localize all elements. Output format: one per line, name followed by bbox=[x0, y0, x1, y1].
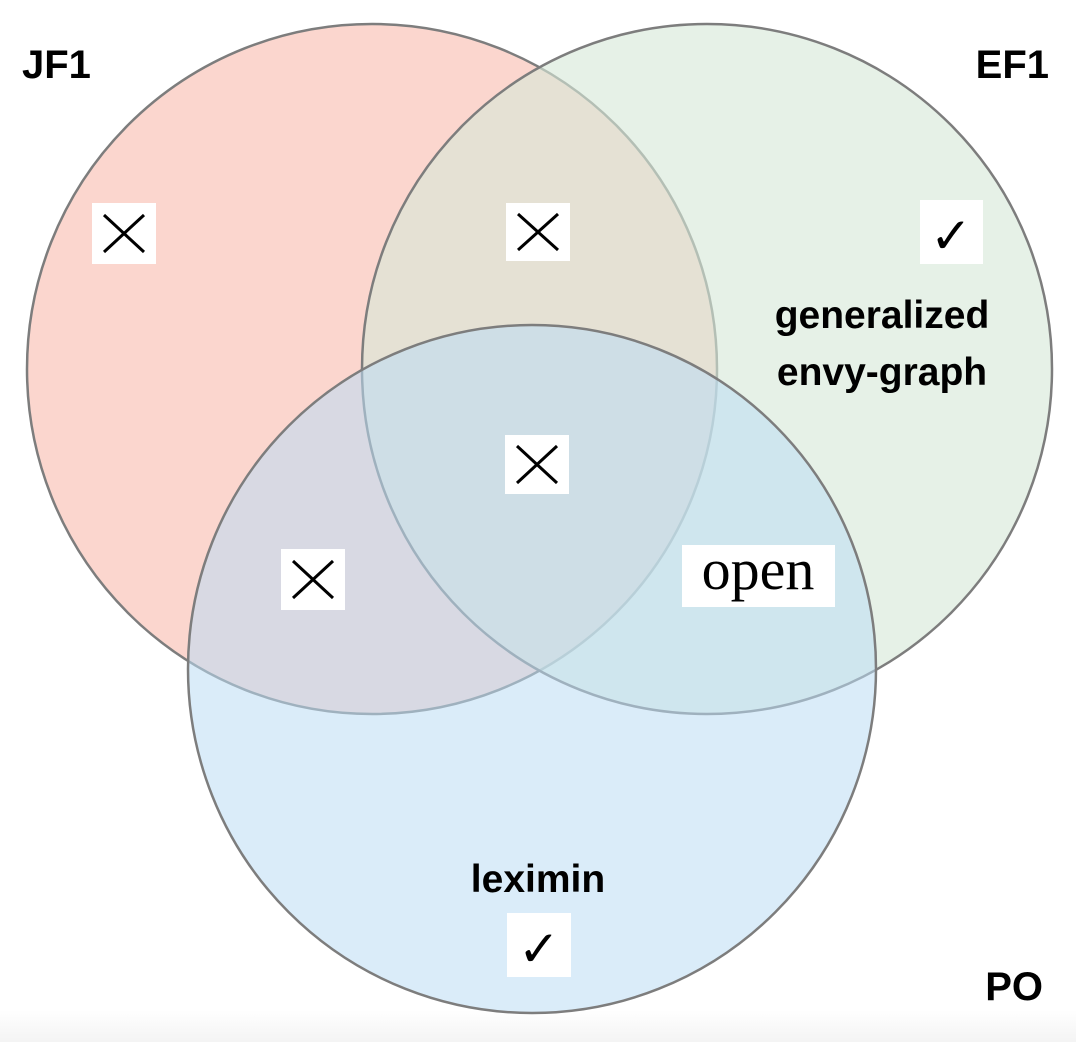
check-mark-po-only: ✓ bbox=[507, 913, 571, 978]
label-jf1: JF1 bbox=[22, 43, 91, 87]
check-glyph-po: ✓ bbox=[518, 920, 560, 978]
cross-mark-jf1-only bbox=[92, 203, 156, 264]
open-text: open bbox=[702, 537, 815, 602]
cross-mark-all-three bbox=[505, 435, 569, 494]
algorithm-label-leximin: leximin bbox=[471, 858, 605, 901]
label-po: PO bbox=[985, 965, 1043, 1009]
bottom-fade bbox=[0, 1010, 1076, 1042]
algorithm-label-generalized: generalized bbox=[775, 294, 990, 337]
check-glyph-ef1: ✓ bbox=[930, 207, 972, 265]
check-mark-ef1-only: ✓ bbox=[920, 200, 983, 265]
algorithm-label-envy-graph: envy-graph bbox=[777, 351, 987, 394]
cross-mark-jf1-ef1 bbox=[506, 203, 570, 261]
circle-po bbox=[186, 323, 878, 1015]
label-ef1: EF1 bbox=[976, 43, 1049, 87]
cross-mark-jf1-po bbox=[281, 549, 345, 610]
open-mark-ef1-po: open bbox=[682, 537, 835, 607]
